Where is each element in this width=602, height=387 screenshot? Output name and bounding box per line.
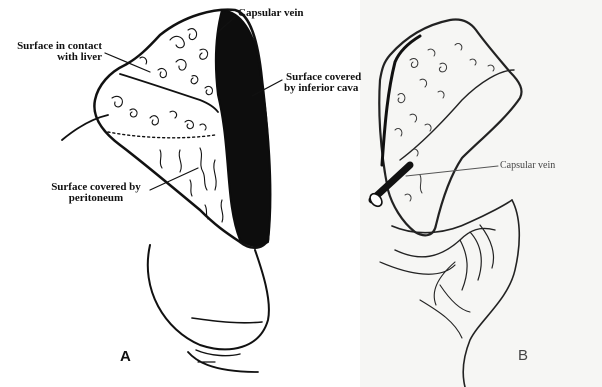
vessel-b-5: [480, 225, 494, 268]
vessel-b-2: [380, 262, 455, 274]
panel-b-letter: B: [518, 347, 528, 364]
label-b-capsular-vein: Capsular vein: [500, 160, 555, 171]
liver-surface-ridge: [120, 74, 218, 112]
label-a-surface-cava: Surface covered by inferior cava: [284, 72, 361, 94]
vessel-line-1: [192, 318, 262, 323]
vessel-b-6: [440, 285, 470, 312]
label-a-capsular-vein: Capsular vein: [238, 8, 304, 19]
vessel-b-3: [460, 240, 467, 290]
label-a-surface-liver-line2: with liver: [4, 52, 102, 63]
kidney-b-right: [463, 200, 519, 387]
leader-surface-liver: [105, 53, 150, 72]
label-a-surface-peritoneum: Surface covered by peritoneum: [40, 182, 152, 204]
vessel-b-8: [434, 262, 455, 305]
gland-b-texture: [395, 44, 494, 201]
gland-b-crest: [382, 36, 420, 165]
panel-a-letter: A: [120, 348, 131, 365]
peritoneum-dotted-line: [108, 132, 215, 138]
vessel-b-4: [470, 232, 481, 280]
vessel-line-2: [196, 350, 240, 356]
inferior-cava-surface: [216, 10, 271, 246]
vessel-b-7: [420, 300, 462, 338]
label-a-surface-liver: Surface in contact with liver: [4, 41, 102, 63]
panel-b-drawing: [368, 19, 522, 387]
kidney-outline: [148, 245, 269, 349]
label-a-surface-peritoneum-line2: peritoneum: [40, 193, 152, 204]
label-a-surface-cava-line2: by inferior cava: [284, 83, 361, 94]
vessel-b-1: [395, 228, 495, 256]
gland-b-inner-edge: [400, 70, 514, 160]
